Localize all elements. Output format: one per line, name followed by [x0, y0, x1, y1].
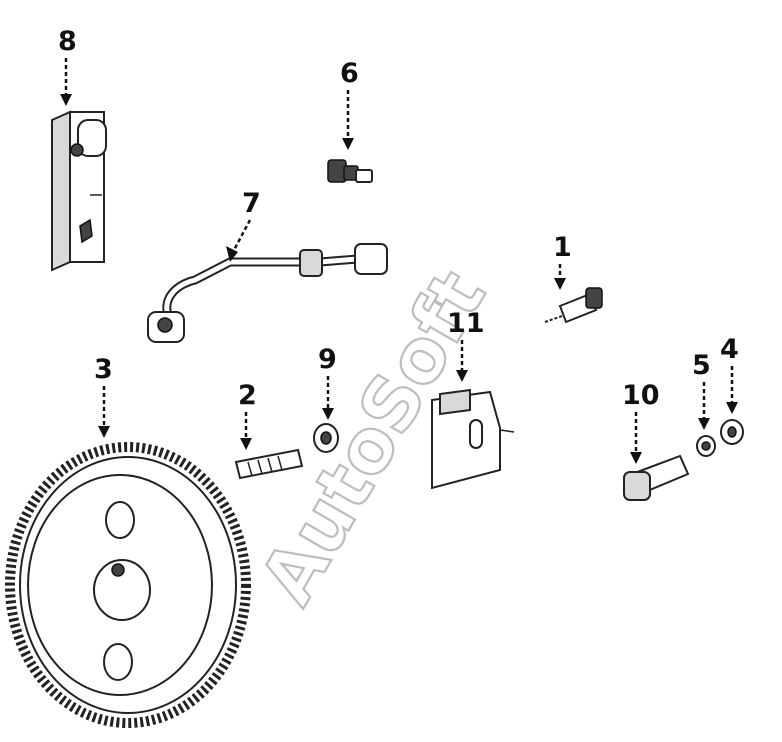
part-11-plate	[431, 388, 515, 490]
part-6-fitting	[327, 159, 373, 183]
part-7-fuel-line	[147, 243, 388, 343]
callout-label-1: 1	[553, 232, 572, 263]
part-1-bolt	[544, 287, 603, 324]
part-5-washer	[696, 435, 716, 457]
part-10-bolt	[623, 454, 690, 501]
part-2-stud	[234, 448, 304, 480]
part-8-bracket	[51, 110, 107, 272]
callout-label-7: 7	[242, 188, 261, 219]
part-9-washer	[313, 423, 339, 453]
callout-label-10: 10	[622, 380, 660, 411]
part-3-gear	[5, 442, 251, 728]
part-4-washer	[720, 419, 744, 445]
callout-label-8: 8	[58, 26, 77, 57]
callout-label-11: 11	[447, 308, 485, 339]
callout-label-9: 9	[318, 344, 337, 375]
callout-label-2: 2	[238, 380, 257, 411]
leader-arrows	[60, 58, 738, 464]
callout-label-3: 3	[94, 354, 113, 385]
callout-label-5: 5	[692, 350, 711, 381]
callout-label-4: 4	[720, 334, 739, 365]
callout-label-6: 6	[340, 58, 359, 89]
